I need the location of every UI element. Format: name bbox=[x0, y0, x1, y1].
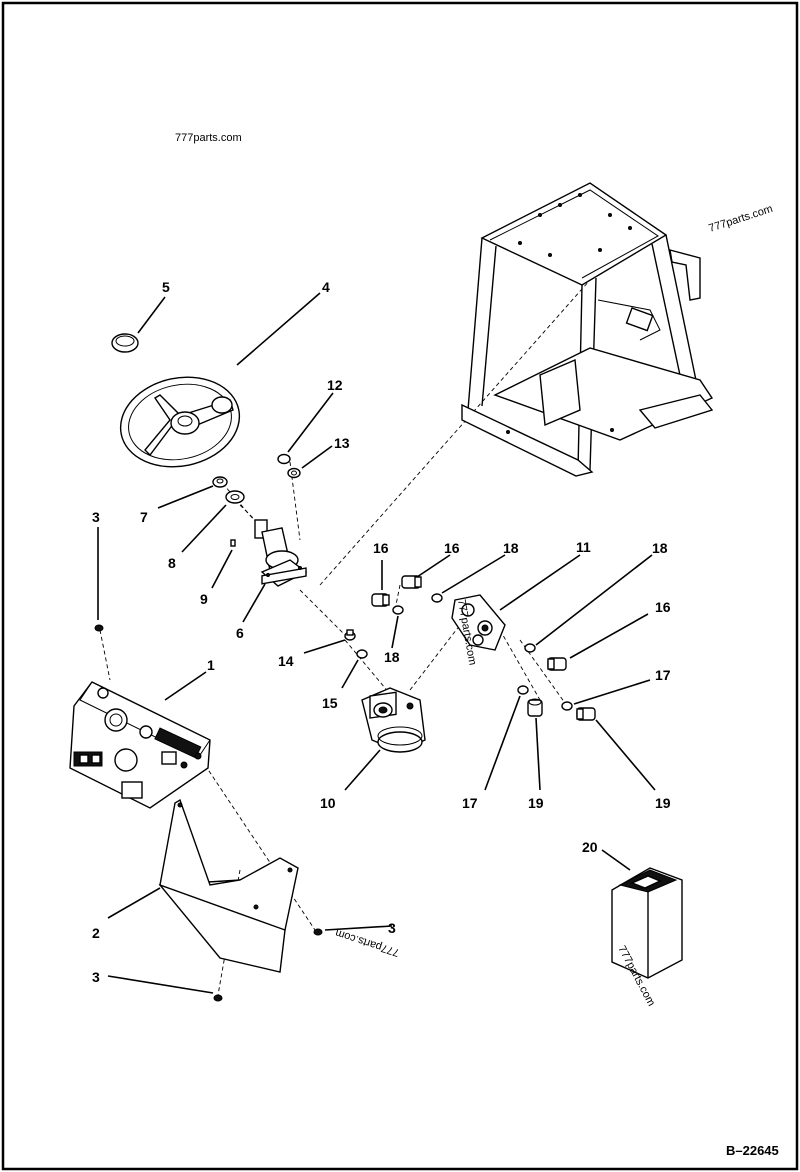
callout-18: 18 bbox=[652, 540, 668, 556]
callout-12: 12 bbox=[327, 377, 343, 393]
o-ring-17-b bbox=[561, 701, 573, 711]
callout-19: 19 bbox=[655, 795, 671, 811]
o-ring-17-a bbox=[517, 685, 529, 695]
callout-1: 1 bbox=[207, 657, 215, 673]
cab-frame bbox=[461, 182, 714, 477]
fitting-16-b bbox=[401, 575, 422, 589]
nut-3-c bbox=[213, 994, 223, 1002]
horn-cap bbox=[111, 333, 139, 353]
steering-wheel bbox=[119, 376, 241, 468]
callout-18: 18 bbox=[384, 649, 400, 665]
callout-2: 2 bbox=[92, 925, 100, 941]
instrument-panel bbox=[69, 681, 211, 809]
callout-4: 4 bbox=[322, 279, 330, 295]
valve-block bbox=[451, 594, 506, 651]
watermark: 777parts.com bbox=[175, 132, 242, 144]
fitting-19-a bbox=[527, 698, 543, 717]
callout-16: 16 bbox=[373, 540, 389, 556]
part-14-bolt bbox=[344, 629, 356, 641]
key bbox=[230, 539, 236, 547]
o-ring-18-a bbox=[431, 593, 443, 603]
callout-10: 10 bbox=[320, 795, 336, 811]
part-13-washer bbox=[287, 467, 301, 479]
steering-column bbox=[254, 519, 308, 587]
callout-18: 18 bbox=[503, 540, 519, 556]
callout-20: 20 bbox=[582, 839, 598, 855]
callout-13: 13 bbox=[334, 435, 350, 451]
fitting-16-a bbox=[371, 593, 390, 607]
callout-6: 6 bbox=[236, 625, 244, 641]
console-cover bbox=[158, 798, 299, 973]
drawing-number: B–22645 bbox=[726, 1143, 779, 1158]
operators-manual bbox=[611, 867, 683, 979]
wheel-washer bbox=[225, 490, 245, 504]
fitting-16-c bbox=[547, 657, 567, 671]
callout-5: 5 bbox=[162, 279, 170, 295]
wheel-nut bbox=[212, 476, 228, 488]
nut-3-a bbox=[94, 624, 104, 632]
nut-3-b bbox=[313, 928, 323, 936]
watermark: 777parts.com bbox=[707, 203, 774, 235]
fitting-19-b bbox=[576, 707, 596, 721]
callout-8: 8 bbox=[168, 555, 176, 571]
callout-11: 11 bbox=[576, 539, 591, 555]
callout-15: 15 bbox=[322, 695, 338, 711]
callout-3: 3 bbox=[92, 969, 100, 985]
callout-17: 17 bbox=[655, 667, 671, 683]
part-12-nut bbox=[277, 453, 291, 465]
steering-valve bbox=[361, 687, 426, 753]
callout-7: 7 bbox=[140, 509, 148, 525]
o-ring-18-b bbox=[392, 605, 404, 615]
callout-16: 16 bbox=[444, 540, 460, 556]
callout-17: 17 bbox=[462, 795, 478, 811]
callout-3: 3 bbox=[388, 920, 396, 936]
leader-lines bbox=[97, 292, 656, 994]
callout-14: 14 bbox=[278, 653, 294, 669]
callout-19: 19 bbox=[528, 795, 544, 811]
callout-16: 16 bbox=[655, 599, 671, 615]
part-15-washer bbox=[356, 649, 368, 659]
callout-9: 9 bbox=[200, 591, 208, 607]
o-ring-18-c bbox=[524, 643, 536, 653]
callout-labels: 1 2 3 3 3 4 5 6 7 8 9 10 11 12 13 14 15 … bbox=[92, 279, 671, 985]
callout-3: 3 bbox=[92, 509, 100, 525]
